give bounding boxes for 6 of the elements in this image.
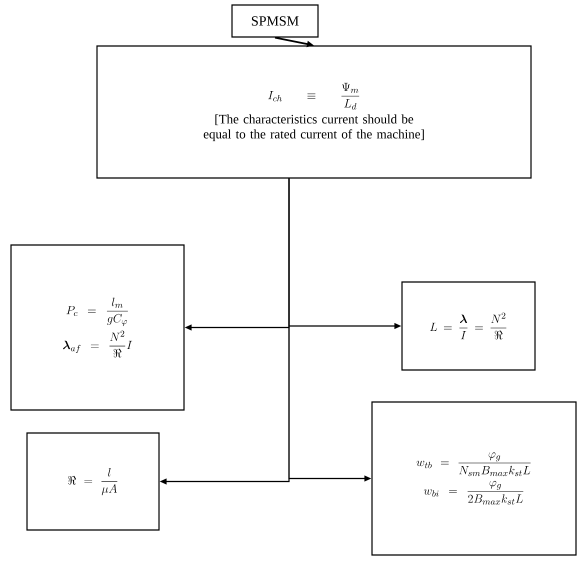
formula-box: $P_c = \frac{l_m}{g C_\varphi}$ $\boldsymbol{\lambda}_{af} = \frac{N^2}{\Re} I$ [10, 244, 185, 411]
formula-box: $\Re = \frac{l}{\mu A}$ [26, 432, 160, 531]
formula-box: $w_{tb} = \frac{\varphi_g}{N_{sm} B_{max} k_{st} L}$ $w_{bi} = \frac{\varphi_g}{2 B_{max} k_{st} L}$ [371, 401, 577, 556]
title-box: SPMSM [231, 4, 319, 38]
formula-box: $I_{ch} \equiv \frac{\Psi_m}{L_d}$ [The characteristics current should be equal to the rated current of the machine] [96, 45, 532, 179]
formula-box: $L = \frac{\boldsymbol{\lambda}}{I} = \frac{N^2}{\Re}$ [401, 281, 536, 371]
